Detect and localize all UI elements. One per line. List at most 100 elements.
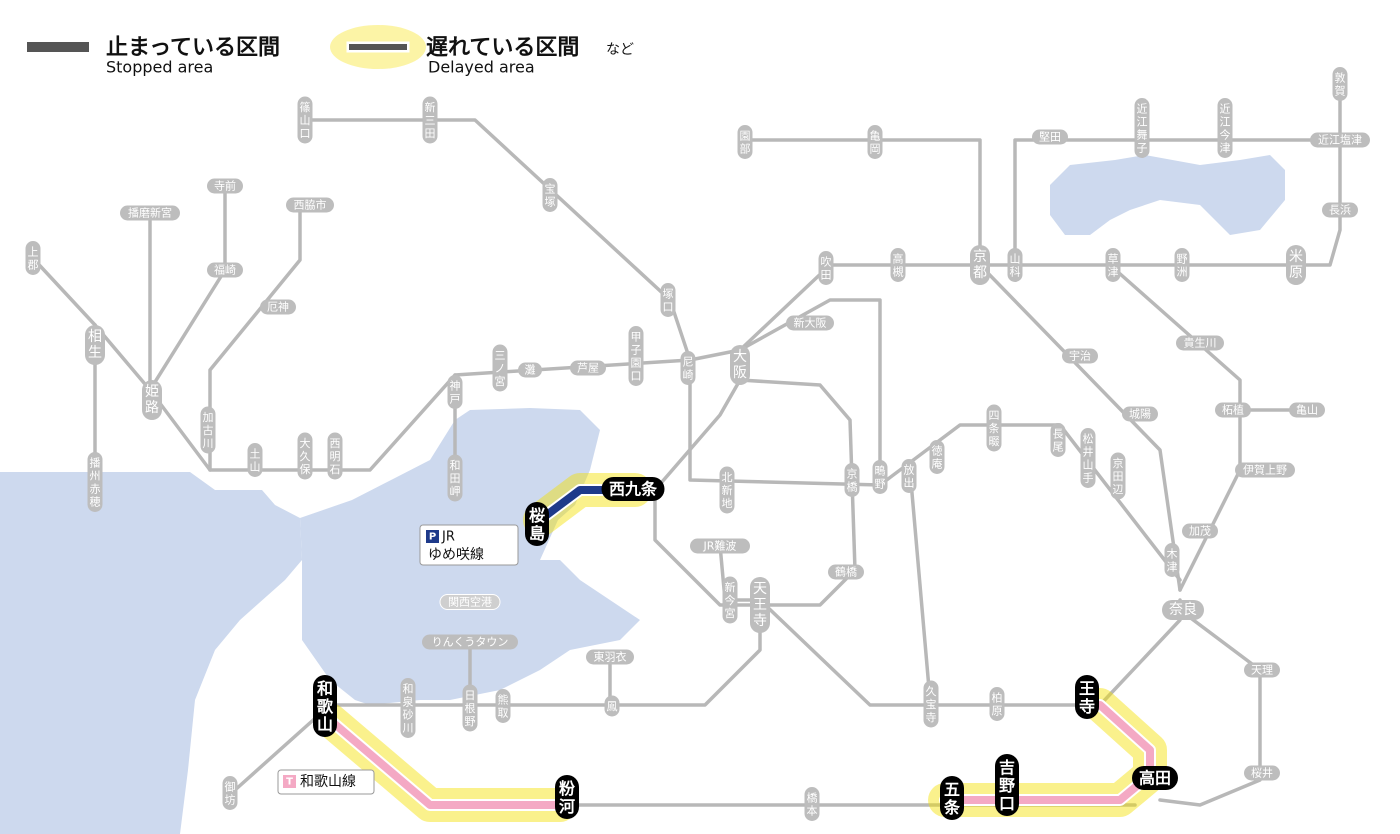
station-aioi[interactable]: 相生 <box>85 325 105 365</box>
station-fukusaki[interactable]: 福崎 <box>207 262 243 278</box>
station-iga_ueno[interactable]: 伊賀上野 <box>1235 462 1295 478</box>
station-kansaiairport[interactable]: 関西空港 <box>439 594 501 610</box>
station-tennoji[interactable]: 天王寺 <box>750 577 770 633</box>
station-nagahama[interactable]: 長浜 <box>1322 202 1358 218</box>
station-higashihagoromo[interactable]: 東羽衣 <box>586 649 634 665</box>
station-oji[interactable]: 王寺 <box>1075 675 1099 719</box>
station-kamigori[interactable]: 上郡 <box>25 241 41 275</box>
station-name: 播州赤穂 <box>90 455 101 508</box>
station-kameyama[interactable]: 亀山 <box>1289 402 1325 418</box>
station-nishiwakishi[interactable]: 西脇市 <box>286 197 334 213</box>
station-tsukaguchi[interactable]: 塚口 <box>660 283 676 317</box>
station-nishiakashi[interactable]: 西明石 <box>327 432 343 480</box>
station-kusatsu[interactable]: 草津 <box>1105 248 1121 282</box>
station-hashimoto[interactable]: 橋本 <box>804 787 820 821</box>
station-dobayashi[interactable]: 土山 <box>247 443 263 477</box>
station-kashiwara[interactable]: 柏原 <box>989 687 1005 721</box>
station-gobo[interactable]: 御坊 <box>222 776 238 810</box>
station-nada[interactable]: 灘 <box>518 362 542 378</box>
station-nara[interactable]: 奈良 <box>1162 600 1204 620</box>
station-joyo[interactable]: 城陽 <box>1122 406 1158 422</box>
station-banshuako[interactable]: 播州赤穂 <box>87 452 103 512</box>
station-takarazuka[interactable]: 宝塚 <box>542 178 558 212</box>
station-matsuiyamate[interactable]: 松井山手 <box>1080 428 1096 488</box>
station-suita[interactable]: 吹田 <box>818 251 834 285</box>
station-omimaiko[interactable]: 近江舞子 <box>1134 98 1150 158</box>
station-kakogawa[interactable]: 加古川 <box>200 406 216 454</box>
station-kizu[interactable]: 木津 <box>1164 543 1180 577</box>
station-kameoka[interactable]: 亀岡 <box>867 125 883 159</box>
station-name: 米原 <box>1289 249 1303 281</box>
station-maibara[interactable]: 米原 <box>1286 245 1306 285</box>
station-teramae[interactable]: 寺前 <box>207 178 243 194</box>
station-shinimamiya[interactable]: 新今宮 <box>722 576 738 624</box>
station-katata[interactable]: 堅田 <box>1032 129 1068 145</box>
station-yakujin[interactable]: 厄神 <box>260 299 296 315</box>
station-yasu[interactable]: 野洲 <box>1174 248 1190 282</box>
station-kyoto[interactable]: 京都 <box>970 245 990 285</box>
station-takatsuki[interactable]: 高槻 <box>890 248 906 282</box>
station-amagasaki[interactable]: 尼崎 <box>680 351 696 385</box>
station-ashiya[interactable]: 芦屋 <box>570 360 606 376</box>
station-name: 加茂 <box>1189 524 1211 538</box>
station-wadamisaki[interactable]: 和田岬 <box>447 454 463 502</box>
station-koshienguchi[interactable]: 甲子園口 <box>628 326 644 386</box>
station-kitashinchi[interactable]: 北新地 <box>719 466 735 514</box>
station-sasayamaguchi[interactable]: 篠山口 <box>297 96 313 144</box>
station-kibukawa[interactable]: 貴生川 <box>1176 335 1224 351</box>
station-kyuhoji[interactable]: 久宝寺 <box>923 680 939 728</box>
station-tsuge[interactable]: 柘植 <box>1215 402 1251 418</box>
station-hineno[interactable]: 日根野 <box>462 684 478 732</box>
station-kokawa[interactable]: 粉河 <box>555 775 579 819</box>
station-tsuruhashi[interactable]: 鶴橋 <box>828 564 864 580</box>
station-rinku[interactable]: りんくうタウン <box>422 634 518 650</box>
station-himeji[interactable]: 姫路 <box>142 380 162 420</box>
station-name: 貴生川 <box>1184 336 1217 350</box>
station-okubo[interactable]: 大久保 <box>297 432 313 480</box>
station-kumatori[interactable]: 熊取 <box>495 689 511 723</box>
station-shinsanda[interactable]: 新三田 <box>422 96 438 144</box>
station-sakurajima[interactable]: 桜島 <box>525 502 549 546</box>
station-kamo[interactable]: 加茂 <box>1182 523 1218 539</box>
station-marker <box>722 576 738 624</box>
station-uji[interactable]: 宇治 <box>1062 348 1098 364</box>
station-wakayama[interactable]: 和歌山 <box>313 675 337 737</box>
station-yamashina[interactable]: 山科 <box>1007 248 1023 282</box>
station-tenri[interactable]: 天理 <box>1244 662 1280 678</box>
station-name: 宝塚 <box>545 181 556 208</box>
station-nagao[interactable]: 長尾 <box>1050 423 1066 457</box>
station-sannomiya[interactable]: 三ノ宮 <box>492 344 508 392</box>
station-gojo[interactable]: 五条 <box>940 776 964 820</box>
station-name: 西明石 <box>330 437 341 476</box>
station-sakurai[interactable]: 桜井 <box>1244 765 1280 781</box>
station-otori[interactable]: 鳳 <box>604 695 620 717</box>
station-marker <box>986 404 1002 452</box>
station-sonobe[interactable]: 園部 <box>737 125 753 159</box>
station-shijonawate[interactable]: 四条畷 <box>986 404 1002 452</box>
station-nishikujo[interactable]: 西九条 <box>601 477 665 501</box>
station-name: 京都 <box>973 249 987 281</box>
station-name: 塚口 <box>663 287 674 313</box>
station-tokuan[interactable]: 徳庵 <box>929 440 945 474</box>
station-izumisunagawa[interactable]: 和泉砂川 <box>400 678 416 738</box>
station-omishiotsu[interactable]: 近江塩津 <box>1310 132 1370 148</box>
station-omiimazu[interactable]: 近江今津 <box>1217 98 1233 158</box>
station-shinosaka[interactable]: 新大阪 <box>786 315 834 331</box>
water-areas <box>0 155 1285 834</box>
station-yoshinoguchi[interactable]: 吉野口 <box>995 754 1019 816</box>
station-osaka[interactable]: 大阪 <box>730 345 750 385</box>
line-sanyo-west <box>28 253 97 327</box>
station-marker <box>1244 765 1280 781</box>
station-shigino[interactable]: 鴫野 <box>872 460 888 494</box>
station-kyotanabe[interactable]: 京田辺 <box>1110 452 1126 500</box>
station-name: 四条畷 <box>989 409 1000 448</box>
station-kobe[interactable]: 神戸 <box>447 375 463 409</box>
station-harimashingu[interactable]: 播磨新宮 <box>120 205 180 221</box>
wakayama-line-name: 和歌山線 <box>300 774 356 790</box>
station-tsuruga[interactable]: 敦賀 <box>1332 67 1348 101</box>
station-jrnamba[interactable]: JR難波 <box>690 538 750 554</box>
station-takada[interactable]: 高田 <box>1132 766 1178 790</box>
station-kyobashi[interactable]: 京橋 <box>844 463 860 497</box>
station-hanaten[interactable]: 放出 <box>901 459 917 493</box>
station-marker <box>1215 402 1251 418</box>
